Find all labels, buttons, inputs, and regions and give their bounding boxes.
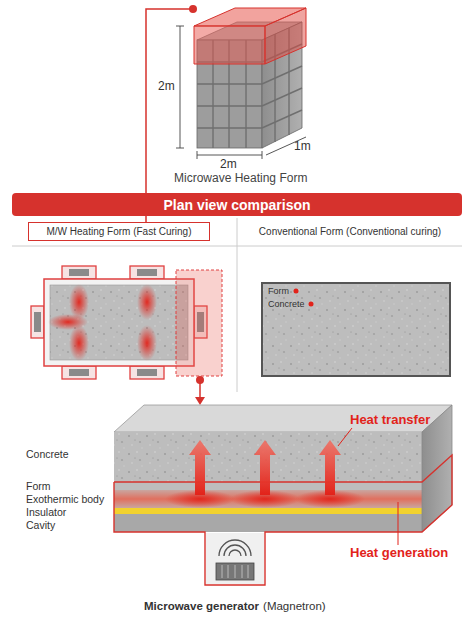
- dimension: 2m: [220, 158, 237, 172]
- layer-label: Insulator: [26, 506, 66, 518]
- callout-label: Heat generation: [350, 546, 448, 561]
- layer-label: Cavity: [26, 519, 55, 531]
- node-text: Conventional Form (Conventional curing): [259, 226, 441, 237]
- node-text: Plan view comparison: [163, 197, 310, 213]
- layer-label: Form: [26, 480, 51, 492]
- device-label: Microwave generator: [144, 600, 259, 612]
- node-text: M/W Heating Form (Fast Curing): [46, 226, 191, 237]
- layer-label: Concrete: [26, 448, 69, 460]
- device-label: (Magnetron): [263, 600, 326, 612]
- section-band: Plan view comparison: [12, 193, 462, 216]
- dimension: 2m: [158, 80, 175, 94]
- header-box: M/W Heating Form (Fast Curing): [28, 222, 210, 241]
- part-label: Form: [268, 286, 289, 296]
- callout-label: Heat transfer: [350, 413, 430, 428]
- label-group: Microwave generator (Magnetron): [144, 596, 326, 614]
- header-cell: Conventional Form (Conventional curing): [250, 222, 450, 241]
- figure-caption: Microwave Heating Form: [174, 172, 307, 186]
- layer-label: Exothermic body: [26, 493, 104, 505]
- dimension: 1m: [294, 140, 311, 154]
- part-label: Concrete: [268, 299, 305, 309]
